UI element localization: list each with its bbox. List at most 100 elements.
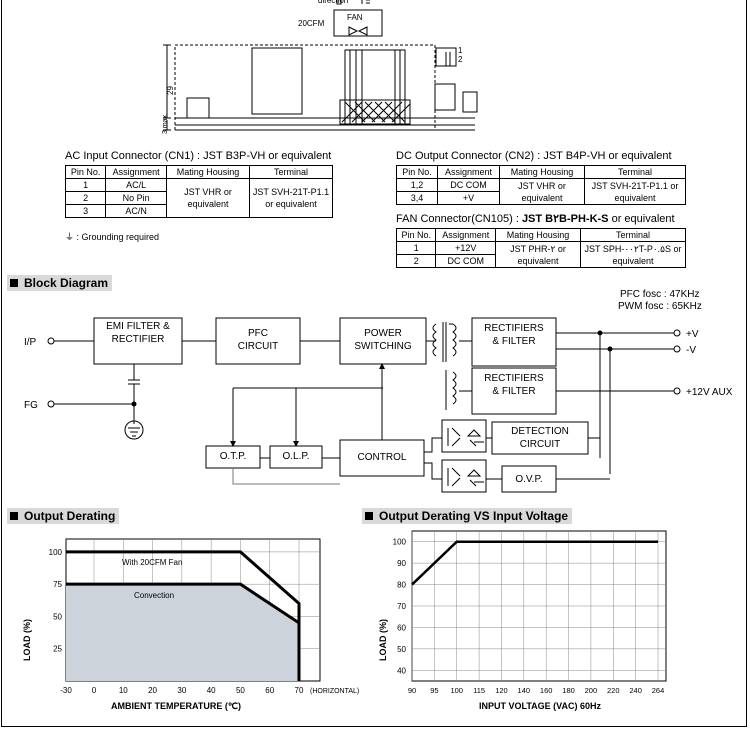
x-tick-label: 264 xyxy=(652,686,665,695)
cn2-terminal: JST SVH-21T-P1.1 or equivalent xyxy=(584,178,686,205)
pcb-base xyxy=(175,117,475,131)
cn1-housing: JST VHR or equivalent xyxy=(166,178,250,218)
out-pos-terminal xyxy=(673,329,681,337)
x-tick-label: 10 xyxy=(119,686,128,695)
grounding-note: ⏚ : Grounding required xyxy=(65,232,160,242)
y-axis-label: LOAD (%) xyxy=(378,619,388,661)
x-tick-label: 140 xyxy=(518,686,531,695)
block-diagram: PFC fosc : 47KHz PWM fosc : 65KHz I/P FG… xyxy=(24,289,733,493)
dim-bottom: 3 max. xyxy=(162,113,169,134)
table-row: 2 No Pin xyxy=(64,191,333,205)
olp-label: O.L.P. xyxy=(282,451,310,462)
x-tick-label: 40 xyxy=(207,686,216,695)
bullet-icon xyxy=(365,512,373,520)
x-tick-label: 95 xyxy=(430,686,438,695)
earth-symbol xyxy=(124,420,144,440)
y-tick-label: 50 xyxy=(397,645,406,654)
x-tick-label: 90 xyxy=(408,686,416,695)
optocoupler-1 xyxy=(441,419,487,453)
x-tick-label: 220 xyxy=(607,686,620,695)
cn105-assign: DC COM xyxy=(435,254,496,268)
cn1-table: Pin No. Assignment Mating Housing Termin… xyxy=(64,165,333,218)
xfmr-primary xyxy=(432,323,437,357)
table-row: 3 AC/N xyxy=(64,204,333,218)
table-row: 1 +12V JST PHR-۲ or equivalent JST SPH-۰… xyxy=(395,241,686,268)
output-terminal xyxy=(462,91,478,113)
series-line xyxy=(411,540,658,586)
secondary-leads xyxy=(449,323,472,392)
power-label: POWER SWITCHING xyxy=(354,328,412,352)
dc-connector xyxy=(434,83,456,111)
pfc-fosc: PFC fosc : 47KHz xyxy=(620,289,699,300)
table-row: 3,4 +V xyxy=(395,191,686,205)
fan-wires xyxy=(445,52,451,66)
x-tick-label: 120 xyxy=(495,686,508,695)
table-row: 1,2 DC COM JST VHR or equivalent JST SVH… xyxy=(395,178,686,205)
y-tick-label: 100 xyxy=(393,538,407,547)
rect1-label: RECTIFIERS & FILTER xyxy=(484,323,544,347)
y-tick-label: 50 xyxy=(53,612,62,621)
dimension-lines xyxy=(163,44,171,131)
ip-label: I/P xyxy=(24,337,37,348)
dim-height: 29 xyxy=(166,86,175,95)
vin-derating-heading: Output Derating VS Input Voltage xyxy=(362,508,573,524)
cn105-title: FAN Connector(CN105) : JST B۲B-PH-K-S or… xyxy=(396,212,675,225)
bullet-icon xyxy=(10,279,18,287)
pfc-label: PFC CIRCUIT xyxy=(237,328,279,352)
cn105-title-bold: JST B۲B-PH-K-S xyxy=(521,213,609,225)
y-capacitor xyxy=(128,364,140,424)
cn2-housing: JST VHR or equivalent xyxy=(499,178,585,205)
cn2-title: DC Output Connector (CN2) : JST B4P-VH o… xyxy=(396,150,672,162)
heatsink-fins xyxy=(349,50,401,124)
control-label: CONTROL xyxy=(357,452,407,463)
cn1-terminal: JST SVH-21T-P1.1 or equivalent xyxy=(249,178,333,218)
cn2-pin: 3,4 xyxy=(395,191,439,205)
x-tick-label: 0 xyxy=(92,686,97,695)
x-tick-label: 100 xyxy=(450,686,463,695)
xfmr-core xyxy=(442,322,447,362)
series-label: Convection xyxy=(134,591,174,600)
cn105-table: Pin No. Assignment Mating Housing Termin… xyxy=(395,228,686,268)
rect2-label: RECTIFIERS & FILTER xyxy=(484,373,544,397)
y-axis-label: LOAD (%) xyxy=(22,619,32,661)
otp-path xyxy=(233,387,383,446)
x-tick-label: 20 xyxy=(148,686,157,695)
fan-box xyxy=(333,9,383,37)
cn1-title: AC Input Connector (CN1) : JST B3P-VH or… xyxy=(65,150,332,162)
pin1-label: 1 xyxy=(458,46,463,55)
cn105-title-post: or equivalent xyxy=(608,213,675,225)
vin-derating-title: Output Derating VS Input Voltage xyxy=(379,509,569,523)
cn1-assign: AC/N xyxy=(105,204,167,218)
y-tick-label: 90 xyxy=(397,559,406,568)
y-tick-label: 40 xyxy=(397,666,406,675)
x-axis-label: AMBIENT TEMPERATURE (℃) xyxy=(111,701,241,711)
x-tick-label: 70 xyxy=(295,686,304,695)
y-tick-label: 80 xyxy=(397,581,406,590)
otp-label: O.T.P. xyxy=(219,451,247,462)
ac-connector xyxy=(186,97,210,119)
rect1-box xyxy=(471,317,557,367)
cn2-table: Pin No. Assignment Mating Housing Termin… xyxy=(395,165,686,205)
x-tick-label: 180 xyxy=(562,686,575,695)
x-tick-label: 200 xyxy=(585,686,598,695)
x-tick-label: 50 xyxy=(236,686,245,695)
pin2-label: 2 xyxy=(458,55,463,64)
cn1-header-terminal: Terminal xyxy=(249,165,333,179)
derating-title: Output Derating xyxy=(24,509,116,523)
y-tick-label: 100 xyxy=(49,548,63,557)
cn1-pin: 3 xyxy=(64,204,107,218)
xfmr-secondary xyxy=(452,323,457,405)
x-tick-label: 240 xyxy=(629,686,642,695)
fan-label: FAN xyxy=(347,13,363,22)
x-tick-label: 30 xyxy=(177,686,186,695)
cn2-assign: +V xyxy=(437,191,500,205)
feedback-lines xyxy=(486,333,611,480)
transformer xyxy=(251,47,303,115)
opto-symbol-1 xyxy=(447,427,484,447)
emi-label: EMI FILTER & RECTIFIER xyxy=(106,321,170,345)
pwm-fosc: PWM fosc : 65KHz xyxy=(618,301,702,312)
y-tick-label: 25 xyxy=(53,645,62,654)
